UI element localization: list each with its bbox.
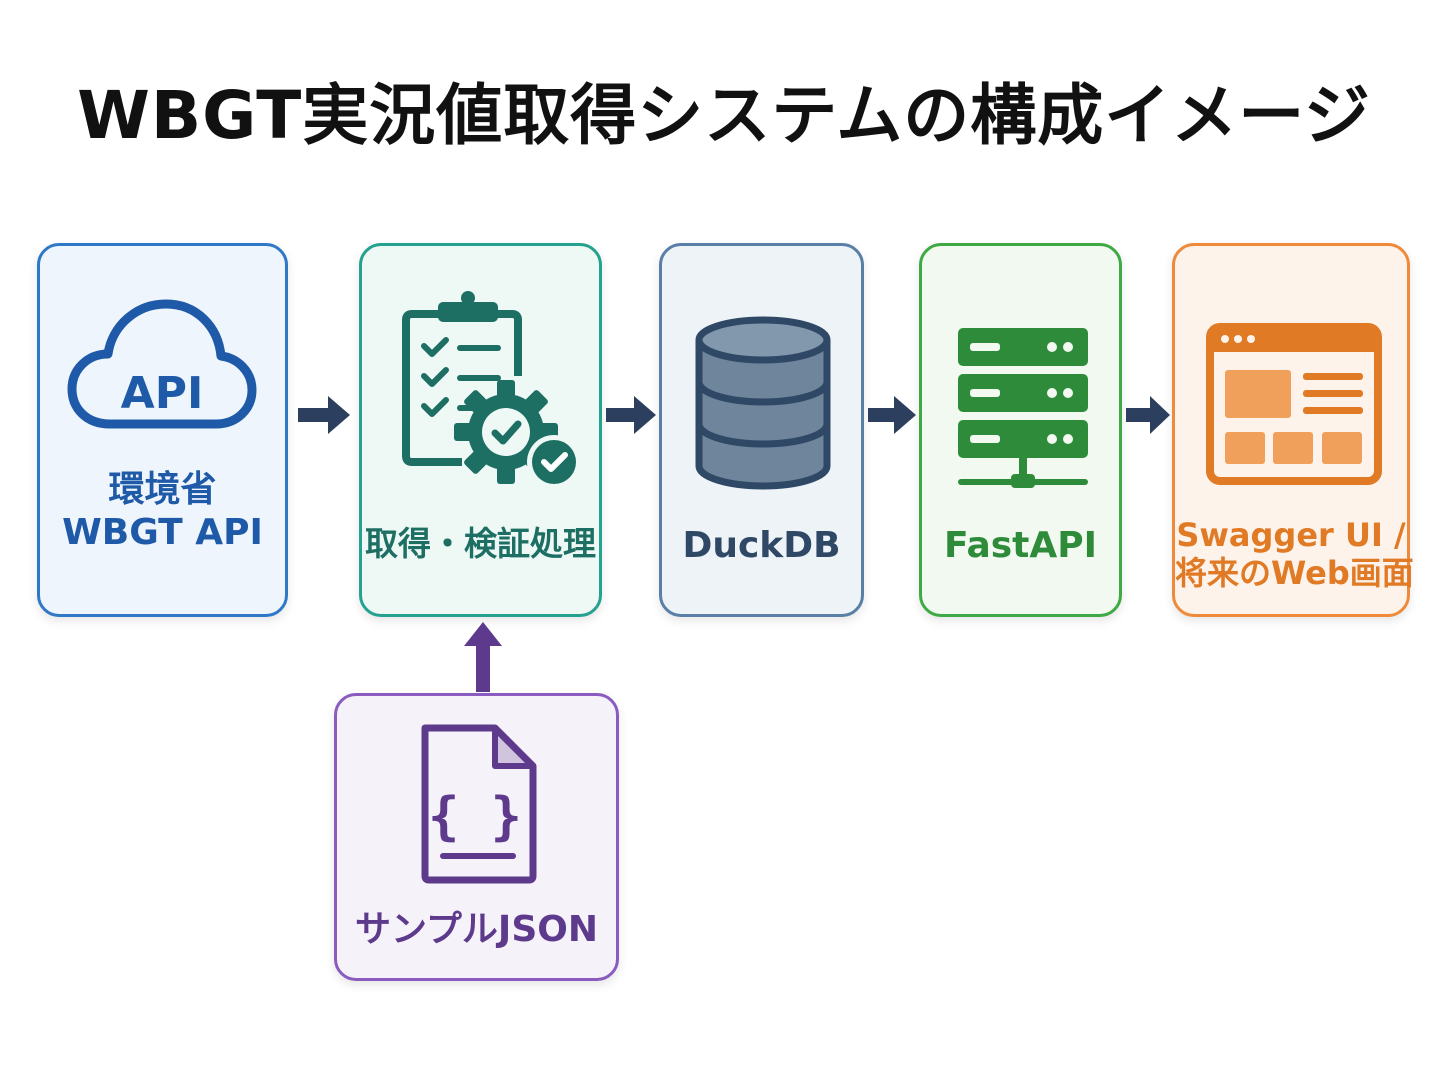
node-label: DuckDB bbox=[662, 524, 861, 567]
node-fastapi: FastAPI bbox=[919, 243, 1122, 617]
node-fetch-validate: 取得・検証処理 bbox=[359, 243, 602, 617]
arrow-duckdb-to-fastapi bbox=[868, 396, 916, 434]
arrow-sample-to-process bbox=[464, 622, 502, 692]
node-label: Swagger UI / 将来のWeb画面 bbox=[1175, 516, 1414, 593]
node-label-line-1: DuckDB bbox=[682, 525, 841, 566]
server-icon bbox=[958, 328, 1088, 488]
node-label: サンプルJSON bbox=[337, 908, 616, 951]
database-icon bbox=[695, 316, 831, 490]
node-wbgt-api: API 環境省 WBGT API bbox=[37, 243, 288, 617]
clipboard-gear-icon bbox=[402, 291, 581, 489]
arrow-fastapi-to-web bbox=[1126, 396, 1170, 434]
node-label-line-1: FastAPI bbox=[943, 525, 1098, 566]
diagram-title: WBGT実況値取得システムの構成イメージ bbox=[77, 77, 1371, 154]
node-label-line-1: Swagger UI / bbox=[1176, 516, 1406, 554]
node-label-line-1: サンプルJSON bbox=[355, 909, 598, 950]
node-label: 取得・検証処理 bbox=[362, 524, 599, 564]
node-label: 環境省 WBGT API bbox=[40, 468, 285, 554]
node-label-line-2: WBGT API bbox=[62, 512, 263, 554]
node-duckdb: DuckDB bbox=[659, 243, 864, 617]
node-label: FastAPI bbox=[922, 524, 1119, 567]
node-sample-json: { } サンプルJSON bbox=[334, 693, 619, 981]
json-file-icon: { } bbox=[421, 724, 537, 884]
node-label-line-1: 環境省 bbox=[108, 469, 217, 510]
cloud-icon-text: API bbox=[121, 368, 204, 419]
node-label-line-1: 取得・検証処理 bbox=[365, 524, 596, 563]
node-label-line-2: 将来のWeb画面 bbox=[1175, 554, 1414, 593]
cloud-icon: API bbox=[67, 299, 257, 429]
node-web-ui: Swagger UI / 将来のWeb画面 bbox=[1172, 243, 1414, 617]
arrow-process-to-duckdb bbox=[606, 396, 656, 434]
json-file-icon-text: { } bbox=[428, 787, 522, 847]
browser-window-icon bbox=[1206, 323, 1382, 485]
arrow-api-to-process bbox=[298, 396, 350, 434]
